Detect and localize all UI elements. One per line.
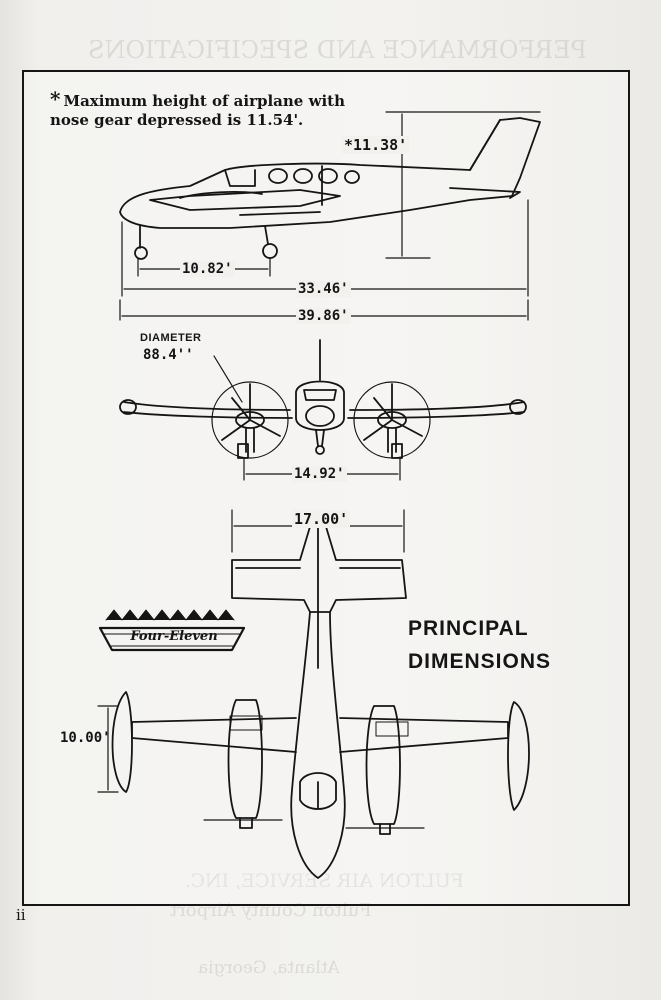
side-view-gear — [134, 225, 278, 260]
dim-prop-diameter: 88.4'' — [143, 347, 194, 363]
max-height-note: *Maximum height of airplane with nose ge… — [50, 87, 346, 130]
top-view-left-wing — [111, 691, 297, 829]
dim-height: *11.38' — [342, 136, 410, 154]
front-view-left-prop — [211, 381, 289, 459]
side-view-fuselage — [119, 117, 541, 229]
page-number: ii — [16, 906, 26, 924]
four-eleven-logo-text: Four-Eleven — [130, 629, 218, 644]
front-view-right-prop — [353, 381, 431, 459]
dim-height-top-view: 10.00' — [60, 730, 111, 746]
note-line-1: Maximum height of airplane with — [63, 92, 346, 110]
top-view-right-wing — [339, 701, 530, 835]
top-view-tail — [231, 519, 407, 669]
heading-line-2: DIMENSIONS — [408, 650, 552, 673]
top-view-fuselage — [290, 611, 346, 879]
diameter-label: DIAMETER — [140, 332, 202, 344]
dim-length: 33.46' — [296, 281, 351, 297]
note-line-2: nose gear depressed is 11.54'. — [50, 111, 304, 129]
four-eleven-logo — [98, 609, 246, 652]
asterisk-icon: * — [50, 87, 61, 111]
dim-tail-span: 17.00' — [292, 510, 351, 528]
dim-wingspan: 39.86' — [296, 308, 351, 324]
dim-wheelbase: 10.82' — [180, 261, 235, 277]
dim-main-gear-tread: 14.92' — [292, 466, 347, 482]
principal-dimensions-heading: PRINCIPAL DIMENSIONS — [408, 612, 551, 678]
front-view-aircraft — [119, 339, 527, 455]
heading-line-1: PRINCIPAL — [408, 617, 529, 640]
